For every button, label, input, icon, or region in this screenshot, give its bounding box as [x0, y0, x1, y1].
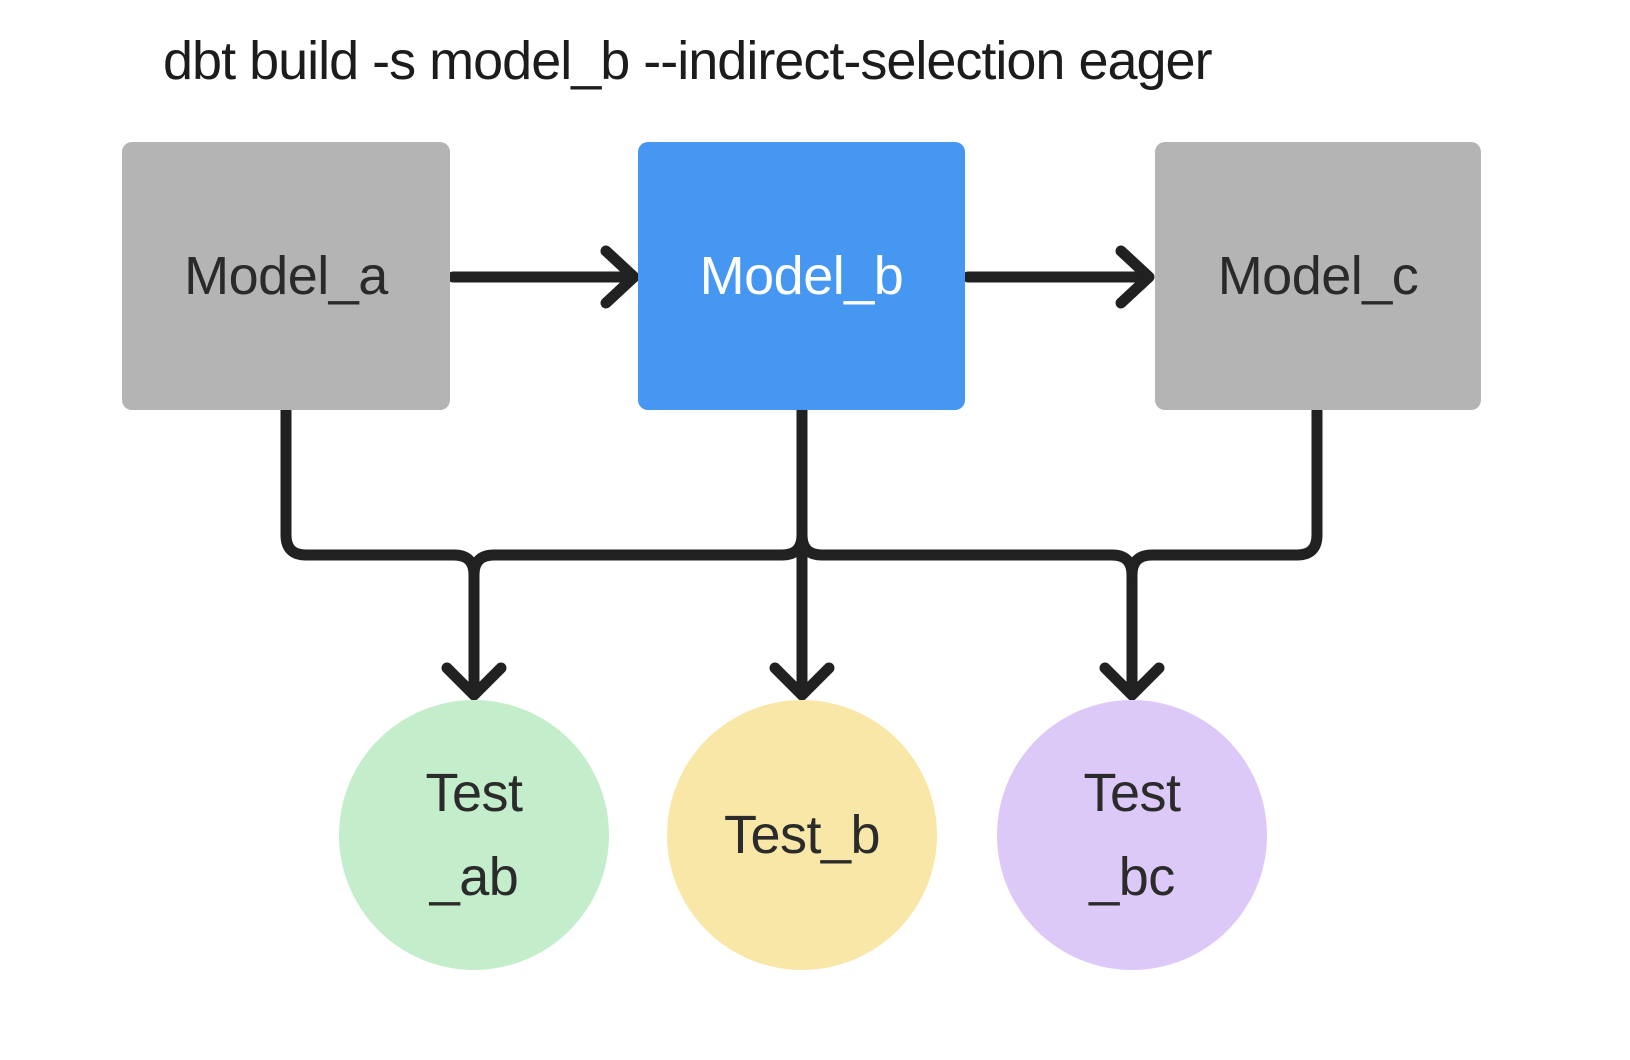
node-test-bc-label-line-1: Test — [1083, 763, 1181, 823]
node-test-ab: Test _ab — [339, 700, 609, 970]
node-model-b: Model_b — [638, 142, 965, 410]
edge-model-b-to-test-ab — [468, 529, 808, 581]
node-model-a: Model_a — [122, 142, 450, 410]
node-test-ab-label-line-1: Test — [425, 763, 523, 823]
edge-model-b-to-model-c-arrowhead-icon — [1115, 245, 1155, 309]
node-test-b-label-line-1: Test_b — [723, 805, 881, 865]
edge-model-c-to-test-bc — [1126, 403, 1323, 695]
edge-test-ab-arrowhead-icon — [441, 662, 507, 701]
edge-group — [280, 245, 1323, 701]
node-model-c-label: Model_c — [1217, 246, 1419, 306]
edge-model-b-to-test-bc — [796, 529, 1138, 581]
node-test-bc-label-line-2: _bc — [1089, 847, 1175, 907]
edge-model-a-to-test-ab — [280, 403, 480, 695]
node-model-b-label: Model_b — [699, 246, 904, 306]
diagram-title: dbt build -s model_b --indirect-selectio… — [163, 31, 1213, 91]
edge-model-a-to-model-b-arrowhead-icon — [600, 245, 640, 309]
edge-test-bc-arrowhead-icon — [1099, 662, 1165, 701]
node-test-bc: Test _bc — [997, 700, 1267, 970]
node-model-c: Model_c — [1155, 142, 1481, 410]
edge-test-b-arrowhead-icon — [769, 662, 835, 701]
node-test-b: Test_b — [667, 700, 937, 970]
node-model-a-label: Model_a — [184, 246, 388, 306]
node-test-ab-label-line-2: _ab — [429, 847, 519, 907]
